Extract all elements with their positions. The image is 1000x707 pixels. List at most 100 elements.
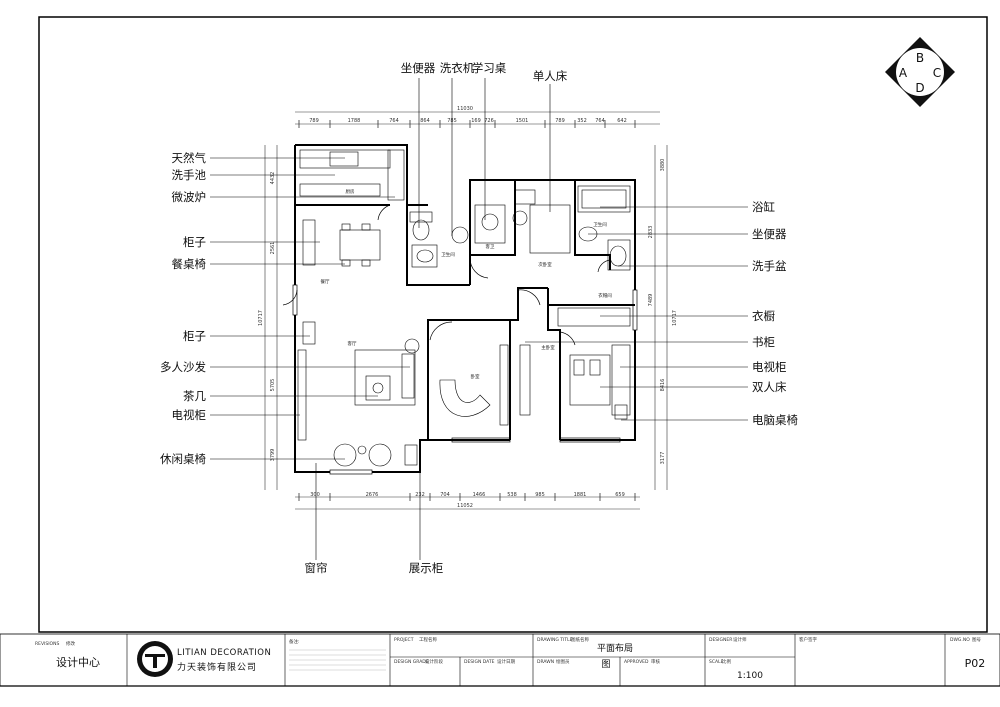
tb-designer-value: 设计师 bbox=[733, 636, 747, 643]
tb-project-label: PROJECT bbox=[394, 637, 414, 643]
dim-bottom-8: 1881 bbox=[574, 492, 587, 498]
label-leisure: 休闲桌椅 bbox=[160, 452, 206, 466]
compass-n: B bbox=[916, 51, 924, 65]
tb-grade-value: 设计阶段 bbox=[425, 658, 443, 665]
tb-revision-value: 修改 bbox=[66, 640, 75, 647]
cabinet-living bbox=[302, 321, 316, 345]
compass-icon: B A C D bbox=[885, 37, 955, 107]
dim-top-segments: 789 1788 764 864 785 169 726 1501 789 35… bbox=[309, 118, 627, 124]
label-gas: 天然气 bbox=[172, 151, 207, 165]
computer-chair bbox=[614, 404, 628, 420]
tb-title-label: DRAWING TITLE bbox=[537, 637, 573, 643]
tb-revision-label: REVISIONS bbox=[35, 641, 59, 647]
doors bbox=[282, 204, 611, 346]
label-computer-desk: 电脑桌椅 bbox=[752, 413, 798, 427]
room-labels: 厨房 餐厅 客厅 卫生间 客卫 次卧室 卫生间 主卧室 卧室 衣帽间 bbox=[321, 188, 613, 380]
cabinet-tall bbox=[387, 149, 405, 201]
tb-title-value: 图纸名称 bbox=[571, 636, 589, 643]
tb-date-value: 设计日期 bbox=[497, 658, 515, 665]
label-cabinet-1: 柜子 bbox=[183, 235, 206, 249]
dim-left-5: 3799 bbox=[270, 449, 276, 462]
tb-notes-label: 备注: bbox=[289, 638, 300, 645]
bed-curved bbox=[439, 379, 491, 417]
sink bbox=[329, 151, 359, 167]
room-dining: 餐厅 bbox=[321, 278, 330, 285]
washing-machine bbox=[451, 226, 469, 244]
dim-bottom-6: 538 bbox=[507, 492, 517, 498]
dim-right-6: 3177 bbox=[660, 452, 666, 465]
dining-table bbox=[339, 229, 381, 261]
bookcase bbox=[519, 344, 531, 416]
left-labels: 天然气 洗手池 微波炉 柜子 餐桌椅 柜子 多人沙发 茶几 电视柜 休闲桌椅 bbox=[160, 151, 206, 466]
leader-lines bbox=[210, 78, 748, 560]
dim-left-2: 2561 bbox=[270, 242, 276, 255]
label-coffee-table: 茶几 bbox=[183, 389, 206, 403]
label-washer: 洗衣机 bbox=[440, 61, 475, 75]
top-labels: 坐便器 洗衣机 学习桌 单人床 bbox=[401, 61, 568, 83]
dim-top-4: 864 bbox=[420, 118, 430, 124]
tb-scale-value: 比例 bbox=[722, 658, 731, 665]
tb-grade-label: DESIGN GRADE bbox=[394, 659, 429, 665]
company-logo-icon bbox=[137, 641, 173, 677]
study-desk bbox=[474, 204, 506, 244]
tb-designer-label: DESIGNER bbox=[709, 637, 732, 643]
dim-top-1: 789 bbox=[309, 118, 319, 124]
tb-dwg-value: 图号 bbox=[972, 637, 981, 643]
label-display-cabinet: 展示柜 bbox=[409, 561, 444, 575]
dim-bottom-2: 2676 bbox=[366, 492, 379, 498]
label-tv-cabinet-2: 电视柜 bbox=[752, 360, 787, 374]
display-cabinet bbox=[404, 444, 418, 466]
toilet-1 bbox=[412, 219, 430, 241]
tb-company-en: LITIAN DECORATION bbox=[177, 648, 271, 658]
dimension-lines bbox=[264, 111, 668, 510]
tb-drawing-name: 平面布局 bbox=[597, 642, 633, 654]
dim-right: 3880 2833 10717 7489 8416 3177 bbox=[648, 159, 678, 465]
wardrobe bbox=[557, 307, 631, 327]
sofa bbox=[401, 353, 415, 399]
tb-project-value: 工程名称 bbox=[419, 636, 437, 643]
sofa-area bbox=[354, 349, 416, 406]
label-washbasin: 洗手盆 bbox=[752, 259, 787, 273]
bottom-labels: 窗帘 展示柜 bbox=[305, 561, 444, 575]
right-labels: 浴缸 坐便器 洗手盆 衣橱 书柜 电视柜 双人床 电脑桌椅 bbox=[752, 200, 798, 427]
leisure-chair-1 bbox=[333, 443, 357, 467]
dim-bottom-1: 300 bbox=[310, 492, 320, 498]
tb-scale: 1:100 bbox=[737, 671, 763, 681]
tv-cabinet-bedroom bbox=[611, 344, 631, 416]
furniture bbox=[297, 149, 631, 467]
dim-top-11: 764 bbox=[595, 118, 605, 124]
label-wardrobe: 衣橱 bbox=[752, 309, 775, 323]
dim-top-total: 11030 bbox=[457, 106, 473, 112]
washbasin-2 bbox=[607, 239, 631, 271]
label-toilet-top: 坐便器 bbox=[401, 61, 436, 75]
tb-approved-value: 审核 bbox=[651, 658, 660, 665]
label-sofa: 多人沙发 bbox=[160, 360, 206, 374]
dim-right-4: 7489 bbox=[648, 294, 654, 307]
room-corridor: 客卫 bbox=[486, 243, 495, 250]
dim-top-9: 789 bbox=[555, 118, 565, 124]
dim-top-7: 726 bbox=[484, 118, 494, 124]
dim-left: 4432 2561 10717 5705 3799 bbox=[258, 172, 276, 462]
dim-bottom-7: 985 bbox=[535, 492, 545, 498]
dim-top-2: 1788 bbox=[348, 118, 361, 124]
dim-top-12: 642 bbox=[617, 118, 627, 124]
dim-bottom-4: 704 bbox=[440, 492, 450, 498]
compass-e: C bbox=[933, 66, 941, 80]
room-bath2: 卫生间 bbox=[593, 221, 607, 228]
kitchen-counter bbox=[299, 149, 391, 169]
tb-client-label: 客户签字 bbox=[799, 636, 817, 643]
dim-bottom-9: 659 bbox=[615, 492, 625, 498]
title-block: REVISIONS 修改 设计中心 LITIAN DECORATION 力天装饰… bbox=[0, 633, 1000, 687]
bathtub bbox=[577, 185, 631, 213]
label-dining-set: 餐桌椅 bbox=[172, 257, 207, 271]
label-bookcase: 书柜 bbox=[752, 335, 775, 349]
tb-scale-label: SCALE bbox=[709, 659, 724, 665]
dim-left-3: 10717 bbox=[258, 310, 264, 326]
tb-page-no: P02 bbox=[965, 657, 986, 670]
room-bath1: 卫生间 bbox=[441, 251, 455, 258]
microwave-counter bbox=[299, 183, 381, 197]
room-living: 客厅 bbox=[348, 340, 357, 347]
compass-w: A bbox=[899, 66, 908, 80]
